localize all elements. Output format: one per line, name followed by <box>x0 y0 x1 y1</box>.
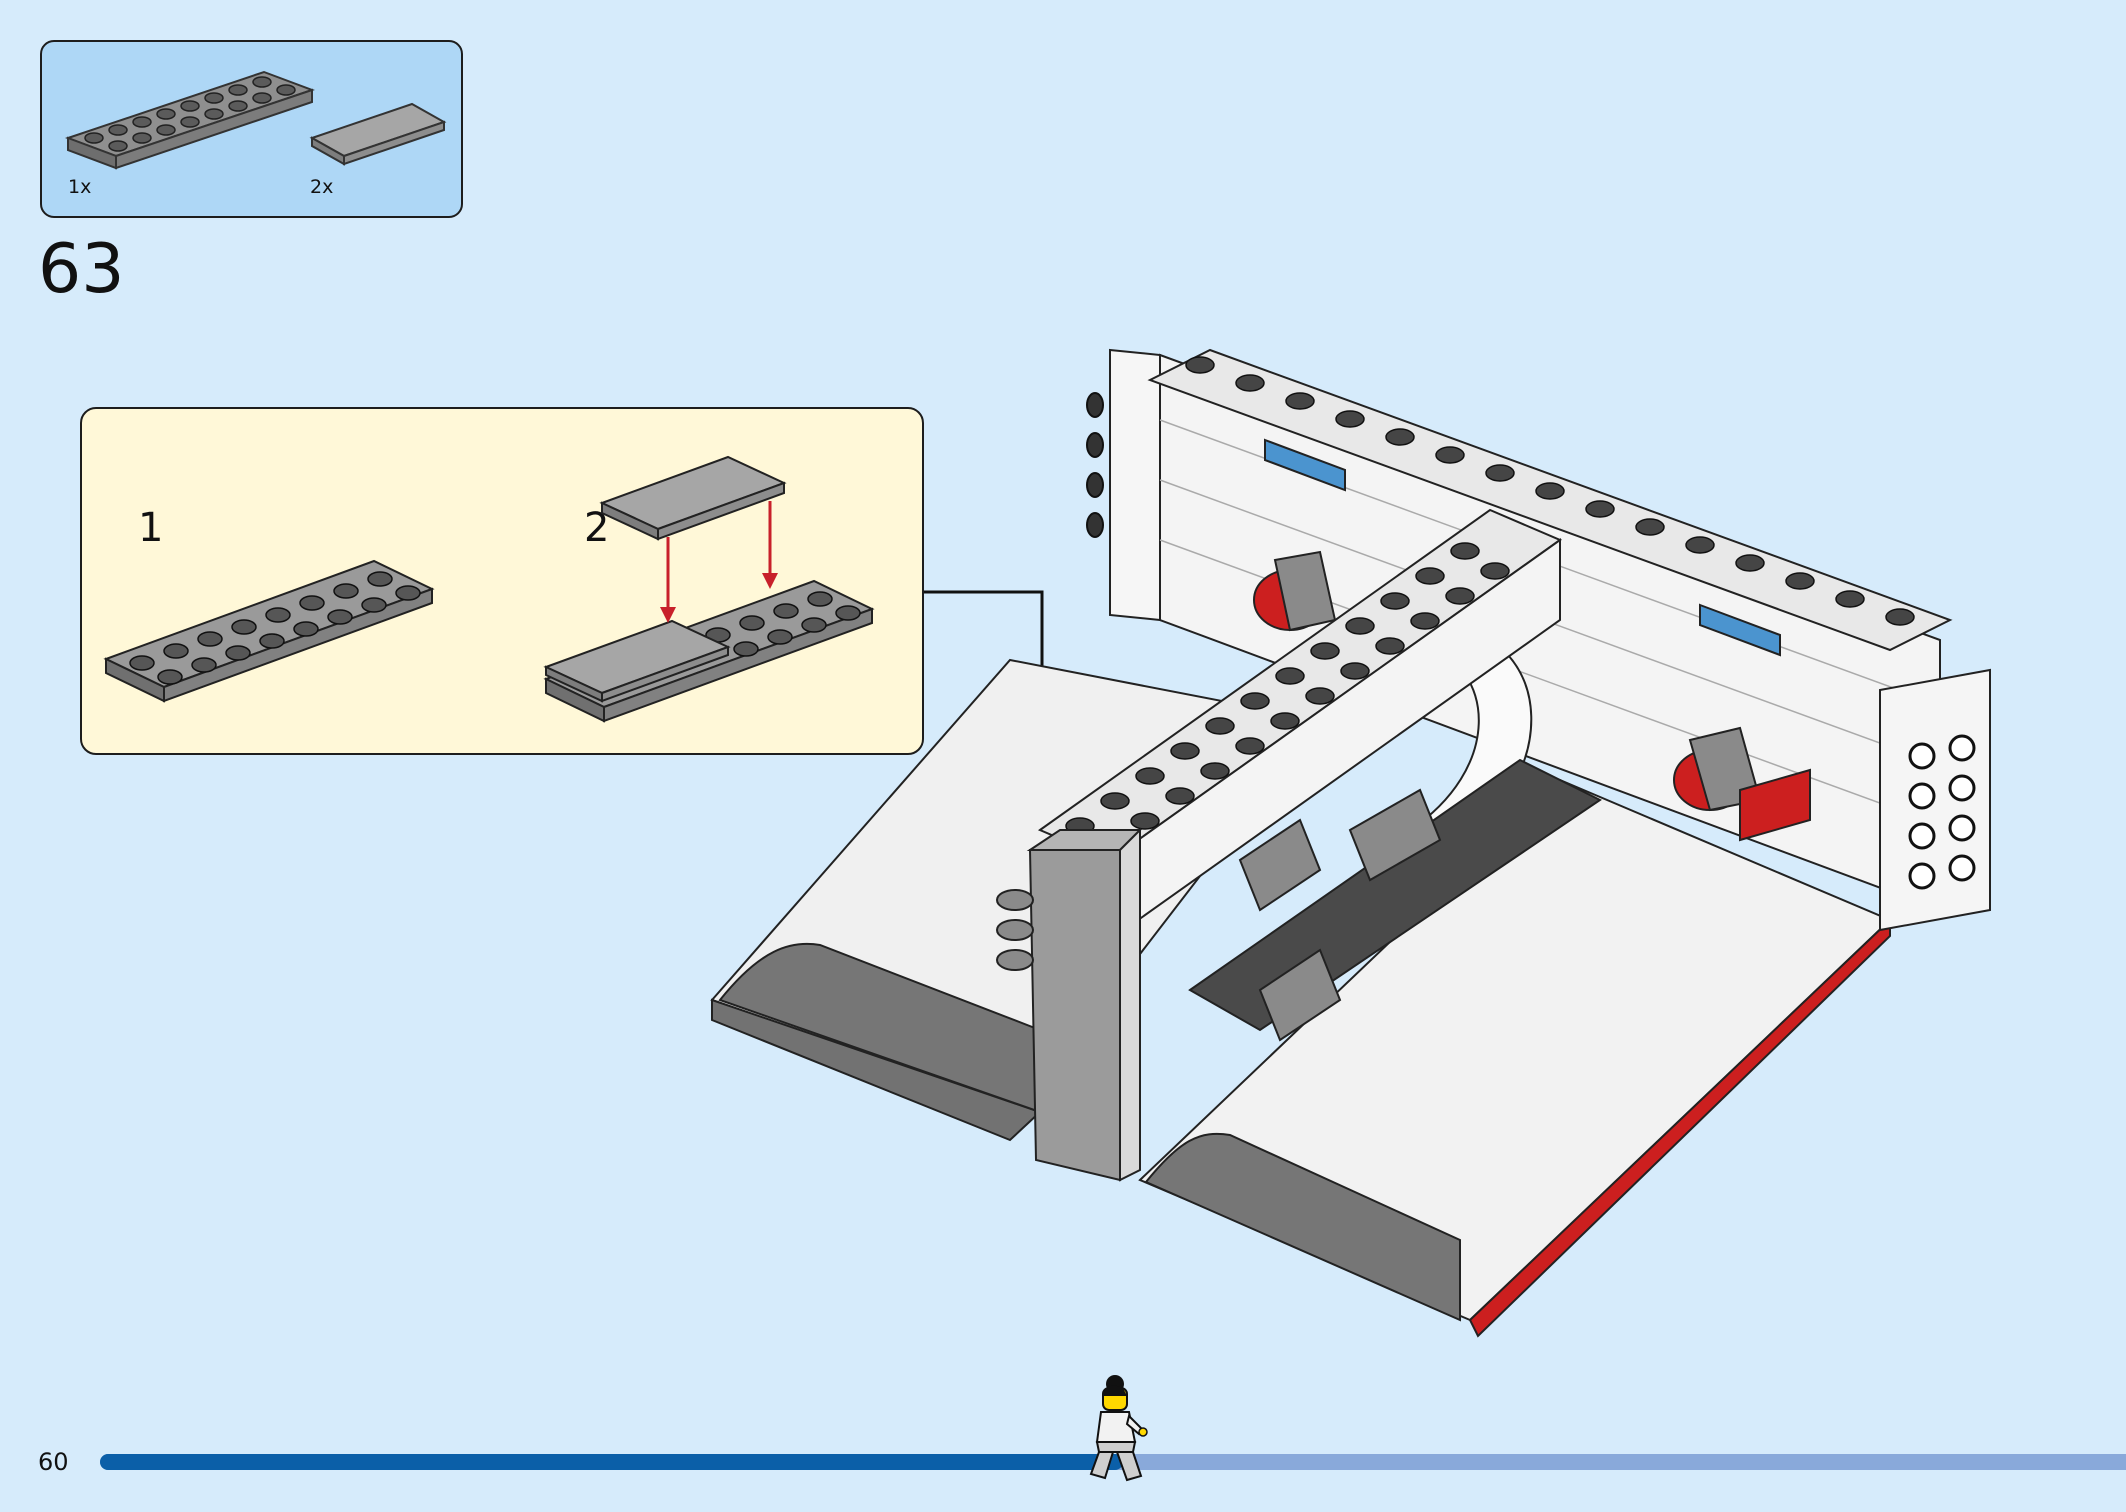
substep-box: 1 2 <box>80 407 924 755</box>
part-quantity-1: 1x <box>68 176 92 198</box>
model-assembly-illustration <box>710 348 1991 1338</box>
substep-1-plate-icon <box>103 559 435 703</box>
page-number: 60 <box>38 1448 69 1476</box>
part-quantity-2: 2x <box>310 176 334 198</box>
substep-number-1: 1 <box>138 505 164 551</box>
parts-list-box: 1x 2x <box>40 40 463 218</box>
progress-bar-fill <box>100 1454 1124 1470</box>
substep-2-assembly-icon <box>543 455 875 723</box>
tile-2x4-icon <box>309 102 447 166</box>
minifigure-progress-marker-icon <box>1089 1375 1148 1482</box>
plate-2x8-icon <box>65 70 315 170</box>
step-number: 63 <box>38 230 125 309</box>
progress-bar <box>100 1454 2126 1470</box>
